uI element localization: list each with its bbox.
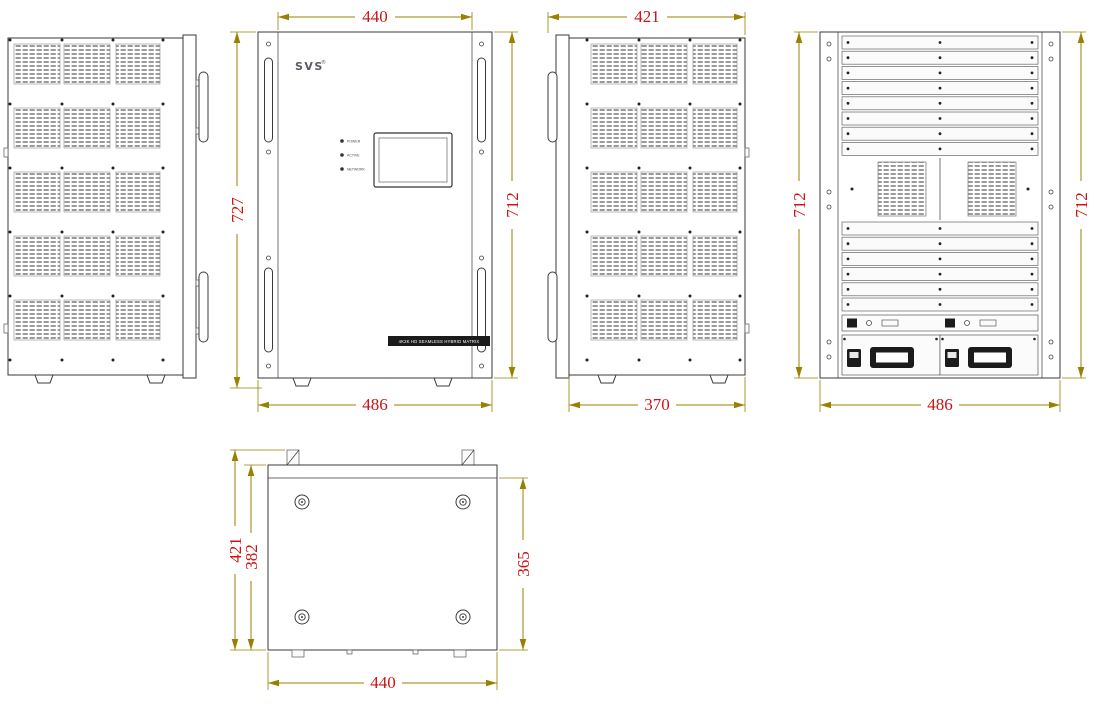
dim-front-height-right: 712	[494, 31, 522, 379]
front-flange-edge	[182, 34, 197, 379]
ear-slot	[264, 267, 273, 353]
rear-stud-bottom	[3, 323, 9, 334]
dim-text-365-top: 365	[514, 551, 533, 577]
dim-text-421-side: 421	[634, 7, 660, 26]
foot	[433, 377, 453, 387]
dim-top-width-bottom: 440	[267, 652, 498, 692]
view-front: SVS ® POWER ACTIVE NETWORK 4K2K HD SEAML…	[257, 31, 493, 387]
bottom-tab	[453, 649, 467, 658]
dim-text-712-rear-left: 712	[790, 192, 809, 218]
front-flange-edge	[555, 34, 570, 379]
power-module-right	[939, 334, 1039, 376]
view-rear	[819, 31, 1061, 379]
foot	[597, 374, 617, 384]
rear-vent-section	[850, 158, 1030, 220]
foot	[709, 374, 729, 384]
control-connector-row	[841, 314, 1039, 332]
ear-slot	[264, 57, 273, 143]
view-right-side	[547, 34, 750, 384]
foot	[292, 377, 312, 387]
dim-text-421-top: 421	[226, 537, 245, 563]
dim-side-depth-top: 421	[547, 7, 746, 35]
connector-hole	[964, 320, 970, 326]
logo-registered-mark: ®	[321, 59, 326, 66]
network-led-icon	[340, 167, 344, 171]
side-handle-top	[195, 71, 209, 143]
side-handle-top	[547, 71, 558, 143]
dim-front-width-top: 440	[277, 7, 473, 30]
logo-text: SVS	[295, 60, 324, 73]
rear-stud-top	[3, 147, 9, 158]
chassis-screw	[294, 609, 310, 625]
mounting-bracket-right	[461, 449, 475, 466]
lan-port	[881, 319, 899, 327]
dim-top-depth-pair: 421 382	[226, 449, 285, 651]
network-led-label: NETWORK	[347, 168, 366, 172]
side-handle-bottom	[195, 271, 209, 343]
dim-text-712-rear-right: 712	[1072, 192, 1091, 218]
dim-text-486-rear: 486	[927, 395, 953, 414]
side-handle-bottom	[547, 271, 558, 343]
mounting-bracket-left	[286, 449, 300, 466]
bottom-stud	[346, 649, 353, 655]
chassis-screw	[455, 494, 471, 510]
chassis-screw	[294, 494, 310, 510]
connector-hole	[866, 320, 872, 326]
active-led-label: ACTIVE	[347, 154, 360, 158]
power-led-icon	[340, 139, 344, 143]
foot	[146, 374, 166, 384]
rear-stud-top	[744, 147, 750, 158]
dim-rear-width-bottom: 486	[819, 380, 1061, 414]
dim-front-height-left: 727	[228, 31, 262, 389]
dim-rear-height-left: 712	[790, 31, 818, 379]
chassis-screw	[455, 609, 471, 625]
active-led-icon	[340, 153, 344, 157]
dim-text-382-top: 382	[242, 544, 261, 570]
foot	[34, 374, 54, 384]
dim-rear-height-right: 712	[1062, 31, 1091, 379]
dim-text-712-front: 712	[503, 192, 522, 218]
brand-logo: SVS ®	[295, 59, 326, 73]
model-strip: 4K2K HD SEAMLESS HYBRID MATRIX	[388, 336, 490, 346]
model-strip-label: 4K2K HD SEAMLESS HYBRID MATRIX	[399, 339, 480, 344]
rear-vent-grille	[967, 161, 1017, 217]
power-module-left	[841, 334, 941, 376]
ear-screws	[266, 41, 484, 369]
serial-port	[945, 318, 955, 328]
dim-text-440-top: 440	[370, 673, 396, 692]
rear-vent-grille	[877, 161, 927, 217]
view-top	[267, 449, 498, 658]
dim-text-727: 727	[228, 197, 247, 223]
dim-text-440-front: 440	[362, 7, 388, 26]
lan-port	[979, 319, 997, 327]
rear-stud-bottom	[744, 323, 750, 334]
bottom-stud	[412, 649, 419, 655]
ear-slot	[477, 57, 486, 143]
dim-front-width-bottom: 486	[257, 380, 493, 414]
bottom-tab	[291, 649, 305, 658]
front-display-screen	[373, 132, 453, 188]
rack-ear-holes	[826, 41, 1054, 360]
dim-text-370: 370	[644, 395, 670, 414]
serial-port	[847, 318, 857, 328]
dim-text-486-front: 486	[362, 395, 388, 414]
dim-top-depth-right: 365	[499, 477, 533, 651]
view-left-side	[3, 34, 209, 384]
led-indicators: POWER ACTIVE NETWORK	[340, 139, 366, 172]
power-led-label: POWER	[347, 140, 361, 144]
dim-side-depth-bottom: 370	[568, 377, 746, 414]
ear-slot	[477, 267, 486, 353]
